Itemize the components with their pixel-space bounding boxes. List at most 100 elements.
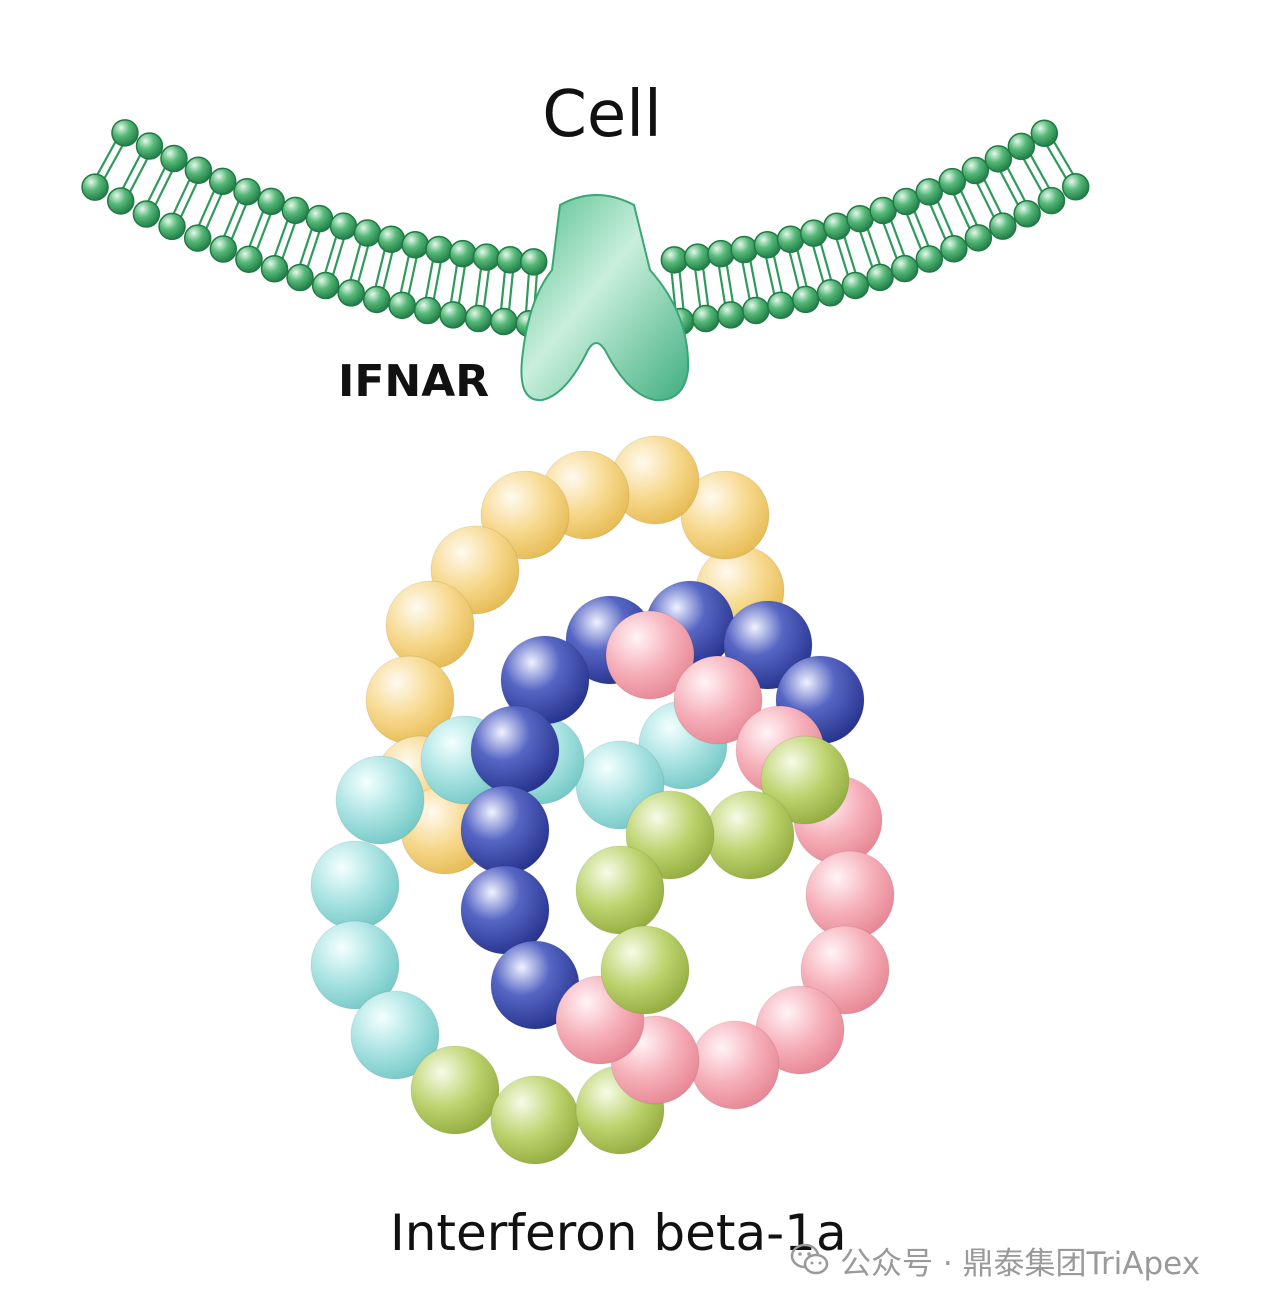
lipid-head: [449, 239, 477, 268]
residue-bead: [350, 990, 440, 1080]
residue-bead: [673, 655, 763, 745]
residue-bead: [600, 925, 690, 1015]
lipid-pair: [464, 243, 501, 333]
lipid-head: [823, 212, 851, 241]
ifnar-label: IFNAR: [338, 356, 490, 407]
lipid-head: [235, 245, 263, 273]
lipid-head: [311, 271, 340, 300]
lipid-head: [305, 204, 334, 233]
lipid-head: [208, 167, 237, 196]
lipid-head: [401, 230, 429, 259]
lipid-pair: [362, 225, 406, 314]
lipid-pair: [753, 231, 795, 320]
lipid-head: [329, 212, 358, 240]
lipid-head: [286, 263, 314, 292]
lipid-head: [915, 178, 943, 206]
lipid-pair: [707, 239, 745, 329]
lipid-head: [730, 235, 758, 264]
lipid-head: [846, 204, 874, 233]
lipid-head: [683, 243, 712, 271]
lipid-head: [1013, 199, 1041, 228]
lipid-pair: [984, 145, 1041, 228]
helix-cyan: [310, 700, 728, 1080]
lipid-head: [1037, 186, 1066, 215]
residue-bead: [690, 1020, 780, 1110]
watermark-text: 公众号 · 鼎泰集团TriApex: [840, 1245, 1201, 1282]
residue-bead: [490, 1075, 580, 1165]
lipid-head: [660, 246, 689, 274]
residue-bead: [310, 840, 400, 930]
lipid-head: [106, 187, 135, 215]
lipid-head: [132, 200, 161, 228]
lipid-head: [892, 187, 920, 216]
lipid-pair: [823, 212, 870, 300]
cell-membrane: [81, 119, 1090, 338]
lipid-head: [1007, 132, 1036, 161]
lipid-head: [257, 187, 285, 216]
helix-green: [410, 1045, 665, 1165]
residue-bead: [705, 790, 795, 880]
protein-label: Interferon beta-1a: [390, 1204, 847, 1262]
lipid-pair: [961, 156, 1017, 240]
lipid-head: [1030, 119, 1059, 148]
lipid-head: [413, 296, 442, 325]
lipid-pair: [683, 243, 720, 333]
residue-bead: [605, 610, 695, 700]
lipid-head: [866, 263, 894, 292]
residue-bead: [385, 580, 475, 670]
lipid-head: [841, 271, 870, 300]
lipid-head: [940, 235, 968, 263]
lipid-pair: [132, 144, 188, 228]
lipid-pair: [776, 225, 820, 314]
lipid-head: [776, 225, 805, 254]
lipid-pair: [915, 178, 968, 263]
lipid-pair: [490, 246, 524, 336]
lipid-head: [915, 245, 944, 273]
lipid-head: [158, 212, 186, 241]
cell-label: Cell: [542, 78, 662, 152]
lipid-head: [938, 167, 967, 196]
lipid-head: [464, 304, 493, 333]
lipid-head: [353, 219, 382, 247]
lipid-head: [717, 301, 745, 329]
lipid-head: [816, 279, 845, 307]
residue-bead: [410, 1045, 500, 1135]
lipid-head: [281, 196, 310, 225]
lipid-head: [184, 156, 213, 185]
lipid-pair: [938, 167, 993, 252]
helix-green: [575, 735, 850, 1015]
lipid-head: [890, 254, 919, 283]
lipid-pair: [730, 235, 770, 325]
residue-bead: [760, 735, 850, 825]
lipid-pair: [235, 187, 285, 273]
lipid-head: [233, 177, 261, 206]
residue-bead: [460, 785, 550, 875]
lipid-pair: [183, 167, 237, 252]
lipid-head: [1061, 172, 1090, 201]
lipid-head: [160, 144, 188, 173]
lipid-head: [753, 231, 782, 259]
lipid-pair: [846, 204, 894, 292]
lipid-head: [519, 248, 548, 276]
lipid-pair: [1030, 119, 1090, 201]
lipid-head: [989, 212, 1017, 240]
lipid-pair: [413, 235, 453, 325]
wechat-icon: [790, 1243, 829, 1275]
residue-bead: [335, 755, 425, 845]
lipid-pair: [158, 156, 213, 241]
lipid-head: [799, 219, 828, 247]
lipid-pair: [799, 219, 845, 307]
lipid-pair: [311, 212, 358, 300]
lipid-head: [791, 285, 820, 314]
lipid-pair: [209, 177, 261, 263]
interferon-protein: [310, 435, 895, 1165]
residue-bead: [470, 705, 560, 795]
lipid-pair: [869, 196, 919, 283]
lipid-head: [742, 296, 770, 325]
lipid-head: [961, 156, 990, 185]
lipid-head: [707, 239, 735, 268]
lipid-head: [984, 145, 1013, 173]
lipid-head: [81, 173, 109, 201]
lipid-head: [692, 304, 720, 333]
